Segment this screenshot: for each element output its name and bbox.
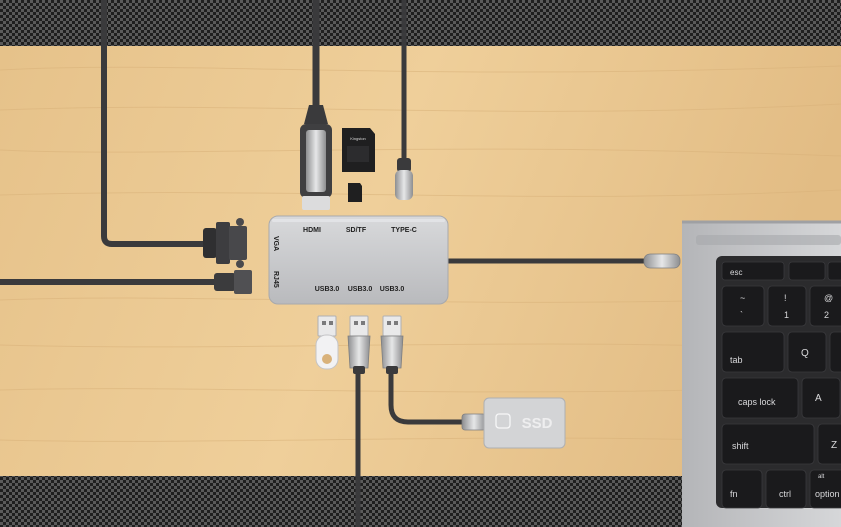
key-caps-lock[interactable] xyxy=(721,377,799,419)
usb-ssd-cable xyxy=(388,369,473,425)
key-esc[interactable] xyxy=(721,261,785,281)
laptop-typec-plug xyxy=(643,253,681,269)
external-ssd: SSD xyxy=(461,397,566,449)
key-esc-label: esc xyxy=(730,268,742,277)
key-tilde-top: ~ xyxy=(740,293,745,303)
usb-c-hub: HDMI SD/TF TYPE-C VGA RJ45 USB3.0 USB3.0… xyxy=(268,215,449,305)
key-z[interactable] xyxy=(817,423,841,465)
key-1-top: ! xyxy=(784,293,787,303)
key-a[interactable] xyxy=(801,377,841,419)
ssd-logo-icon xyxy=(495,413,511,429)
cables xyxy=(0,0,649,527)
hdmi-connector xyxy=(300,105,332,210)
vga-connector xyxy=(203,218,247,268)
key-fn[interactable] xyxy=(721,469,763,509)
sdtf-port-label: SD/TF xyxy=(346,227,367,234)
usb-plug-1 xyxy=(347,315,371,374)
ssd-label: SSD xyxy=(522,415,553,432)
vga-port-label: VGA xyxy=(272,236,279,251)
rj45-connector xyxy=(214,270,252,294)
usb-port-label-1: USB3.0 xyxy=(315,286,340,293)
key-a-label: A xyxy=(815,393,822,404)
key-2-bottom: 2 xyxy=(824,310,829,320)
key-2-top: @ xyxy=(824,293,833,303)
key-ctrl[interactable] xyxy=(765,469,807,509)
key-shift[interactable] xyxy=(721,423,815,465)
key-q[interactable] xyxy=(787,331,827,373)
rj45-port-label: RJ45 xyxy=(272,271,279,288)
sd-card: Kingston xyxy=(342,128,375,172)
laptop: esc ~ ` ! 1 @ 2 tab Q caps lock A shift … xyxy=(682,220,841,527)
microsd-card xyxy=(348,183,362,202)
key-z-label: Z xyxy=(831,440,837,451)
sd-card-brand: Kingston xyxy=(350,136,366,141)
key-1[interactable] xyxy=(767,285,807,327)
key-option-label: option xyxy=(815,489,840,499)
key-alt-label: alt xyxy=(818,474,825,480)
usb-port-label-2: USB3.0 xyxy=(348,286,373,293)
key-tab[interactable] xyxy=(721,331,785,373)
usb-plug-2 xyxy=(380,315,404,374)
typec-port-label: TYPE-C xyxy=(391,227,417,234)
key-2[interactable] xyxy=(809,285,841,327)
key-q-label: Q xyxy=(801,348,809,359)
key-caps-lock-label: caps lock xyxy=(738,397,776,407)
key-fn-label: fn xyxy=(730,489,738,499)
hdmi-port-label: HDMI xyxy=(303,227,321,234)
key-option[interactable] xyxy=(809,469,841,509)
typec-connector xyxy=(395,158,413,200)
vga-cable xyxy=(101,0,208,247)
key-tab-label: tab xyxy=(730,355,743,365)
key-tilde-bottom: ` xyxy=(740,310,743,320)
usb-port-label-3: USB3.0 xyxy=(380,286,405,293)
key-1-bottom: 1 xyxy=(784,310,789,320)
key-ctrl-label: ctrl xyxy=(779,489,791,499)
usb-flash-drive xyxy=(315,315,339,370)
key-tilde[interactable] xyxy=(721,285,765,327)
key-shift-label: shift xyxy=(732,441,749,451)
